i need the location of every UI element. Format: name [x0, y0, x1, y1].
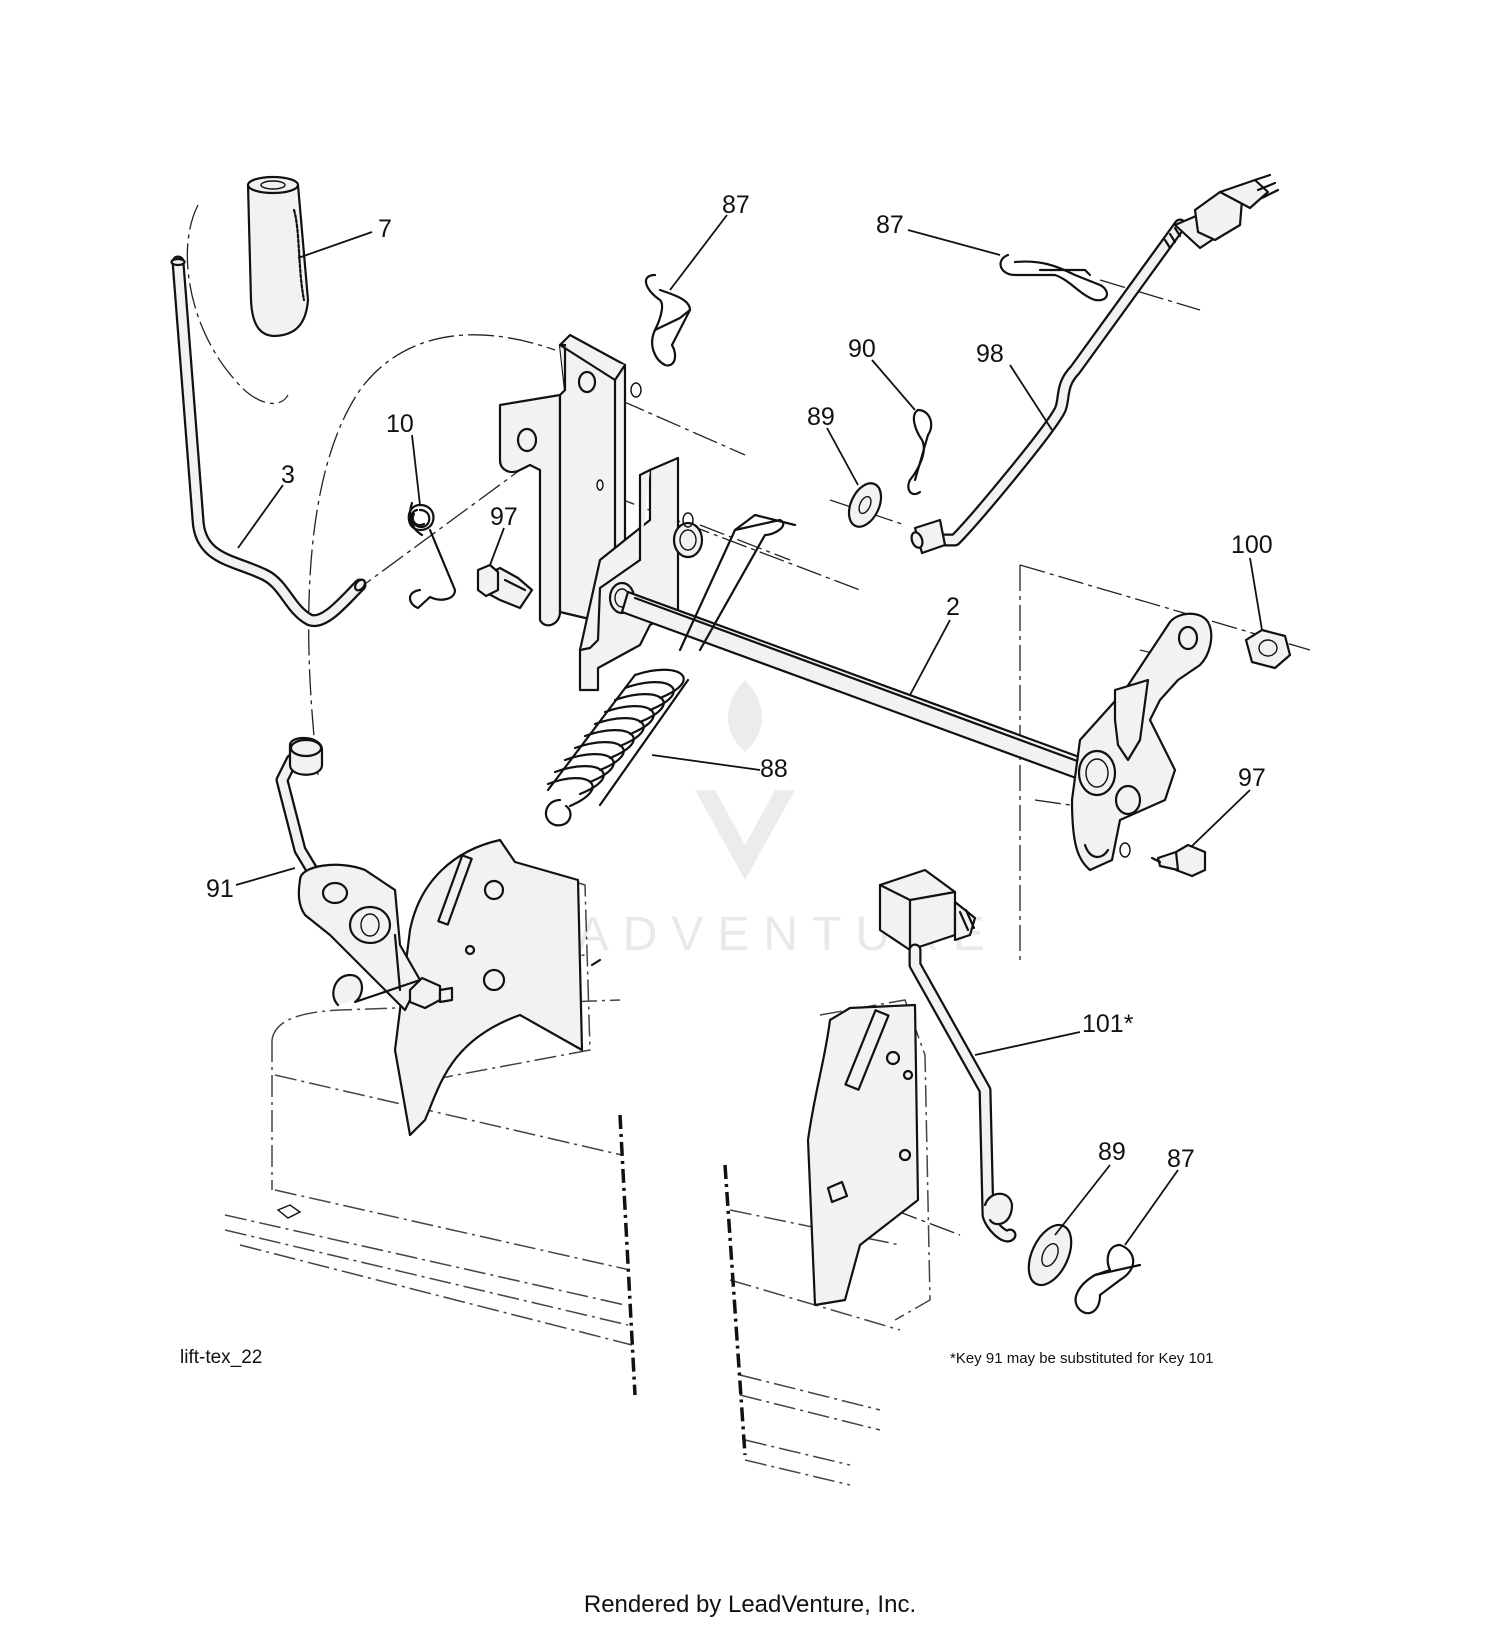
- part-7-handle-grip: [246, 175, 310, 338]
- part-10-torsion-spring: [407, 501, 457, 610]
- callouts: 7 87 87 10 3 97 90 98 89 100 2 88 97 91 …: [206, 191, 1273, 1173]
- left-deck-bracket: [393, 838, 602, 1137]
- callout-87: 87: [1167, 1145, 1195, 1173]
- substitution-footnote: *Key 91 may be substituted for Key 101: [950, 1350, 1214, 1367]
- part-101-right-lift-link: [878, 868, 1017, 1243]
- callout-3: 3: [281, 461, 295, 489]
- part-87-hairpin-clip-lower: [1074, 1243, 1142, 1315]
- callout-7: 7: [378, 215, 392, 243]
- callout-89: 89: [807, 403, 835, 431]
- rockshaft-right-lift-arm: [1070, 612, 1213, 872]
- right-deck-bracket: [806, 1003, 920, 1307]
- part-97-bolt-lower: [1150, 843, 1207, 878]
- callout-87: 87: [722, 191, 750, 219]
- callout-90: 90: [848, 335, 876, 363]
- callout-98: 98: [976, 340, 1004, 368]
- part-100-nut: [1244, 628, 1292, 670]
- rockshaft-center-bracket: [578, 456, 704, 692]
- part-97-bolt-upper: [476, 563, 534, 610]
- part-2-rockshaft: [620, 590, 1084, 780]
- part-91-left-lift-link: [275, 737, 454, 1012]
- part-87-hairpin-clip-upper-center: [644, 273, 692, 367]
- rendered-by-credit: Rendered by LeadVenture, Inc.: [584, 1591, 916, 1618]
- callout-101: 101*: [1082, 1010, 1134, 1038]
- callout-91: 91: [206, 875, 234, 903]
- part-3-lift-handle: [170, 255, 367, 628]
- callout-87: 87: [876, 211, 904, 239]
- part-89-washer-lower: [1027, 1223, 1073, 1287]
- part-89-washer-upper: [847, 482, 883, 528]
- part-87-hairpin-clip-upper-right: [999, 253, 1108, 302]
- drawing-id-label: lift-tex_22: [180, 1347, 262, 1368]
- callout-10: 10: [386, 410, 414, 438]
- callout-89: 89: [1098, 1138, 1126, 1166]
- callout-100: 100: [1231, 531, 1273, 559]
- leader-lines: [235, 214, 1263, 1246]
- callout-2: 2: [946, 593, 960, 621]
- part-90-hairpin-clip: [907, 408, 933, 496]
- part-98-link-rod: [910, 173, 1280, 555]
- callout-97: 97: [490, 503, 518, 531]
- frame-outline-left: [224, 869, 637, 1396]
- callout-88: 88: [760, 755, 788, 783]
- part-88-extension-spring: [544, 513, 797, 827]
- spring-coils: [546, 668, 690, 808]
- callout-97: 97: [1238, 764, 1266, 792]
